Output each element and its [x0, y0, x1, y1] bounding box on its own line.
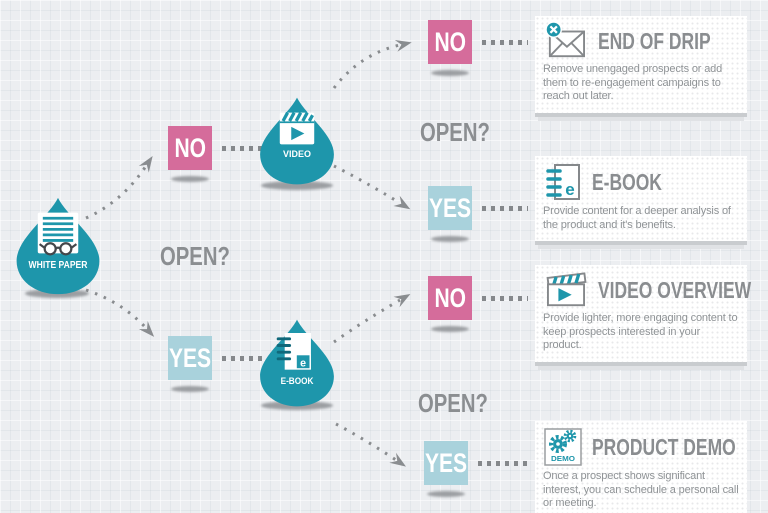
arrow-whitepaper-to-no	[85, 156, 153, 220]
arrow-video-to-yes	[333, 164, 411, 210]
decision-yes-ebook: YES	[424, 441, 468, 485]
product-demo-gears-icon: DEMO	[544, 428, 582, 466]
video-label: VIDEO	[283, 149, 311, 159]
connector-no-to-videooverview	[482, 296, 528, 301]
decision-no-video: NO	[428, 20, 472, 64]
demo-badge-label: DEMO	[551, 454, 575, 463]
video-clapperboard-icon	[546, 272, 587, 307]
node-video: VIDEO	[256, 96, 338, 191]
white-paper-icon	[37, 212, 79, 256]
box-shadow	[427, 491, 465, 497]
arrow-ebook-to-no	[333, 293, 411, 344]
card-video-overview: VIDEO OVERVIEW Provide lighter, more eng…	[535, 265, 751, 366]
card-title: E-BOOK	[592, 168, 662, 195]
box-shadow	[431, 326, 469, 332]
decision-yes-whitepaper: YES	[168, 336, 212, 380]
connector-yes-to-ebook	[222, 356, 262, 361]
video-clapperboard-icon	[279, 111, 315, 145]
node-ebook: e E-BOOK	[256, 318, 338, 413]
connector-no-to-endofdrip	[482, 40, 528, 45]
card-description: Once a prospect shows significant intere…	[543, 470, 739, 509]
connector-yes-to-productdemo	[478, 461, 528, 466]
svg-text:e: e	[300, 357, 306, 369]
svg-text:e: e	[565, 180, 574, 199]
card-description: Provide lighter, more engaging content t…	[543, 312, 738, 351]
node-white-paper: WHITE PAPER	[12, 196, 104, 301]
card-description: Provide content for a deeper analysis of…	[543, 205, 731, 231]
card-title: VIDEO OVERVIEW	[598, 276, 752, 303]
drop-shadow	[261, 181, 333, 190]
box-shadow	[431, 236, 469, 242]
open-question-video: OPEN?	[420, 117, 490, 147]
connector-yes-to-ebook-card	[482, 206, 528, 211]
ebook-icon: e	[546, 164, 580, 200]
card-ebook: e E-BOOK Provide content for a deeper an…	[535, 156, 747, 245]
connector-no-to-video	[222, 146, 262, 151]
decision-no-ebook: NO	[428, 276, 472, 320]
white-paper-label: WHITE PAPER	[29, 260, 88, 271]
end-of-drip-envelope-icon	[545, 22, 585, 58]
card-product-demo: DEMO PRODUCT DEMO Once a prospect shows …	[535, 421, 747, 513]
card-description: Remove unengaged prospects or add them t…	[543, 63, 723, 102]
decision-no-whitepaper: NO	[168, 126, 212, 170]
card-title: END OF DRIP	[598, 27, 711, 54]
box-shadow	[171, 176, 209, 182]
card-end-of-drip: END OF DRIP Remove unengaged prospects o…	[535, 16, 747, 117]
arrow-ebook-to-yes	[335, 422, 406, 467]
open-question-ebook: OPEN?	[418, 388, 488, 418]
arrow-video-to-no	[332, 40, 412, 89]
box-shadow	[171, 386, 209, 392]
ebook-icon: e	[276, 333, 311, 370]
open-question-first: OPEN?	[160, 241, 230, 271]
decision-yes-video: YES	[428, 186, 472, 230]
card-title: PRODUCT DEMO	[592, 433, 736, 460]
ebook-label: E-BOOK	[281, 376, 314, 386]
box-shadow	[431, 70, 469, 76]
